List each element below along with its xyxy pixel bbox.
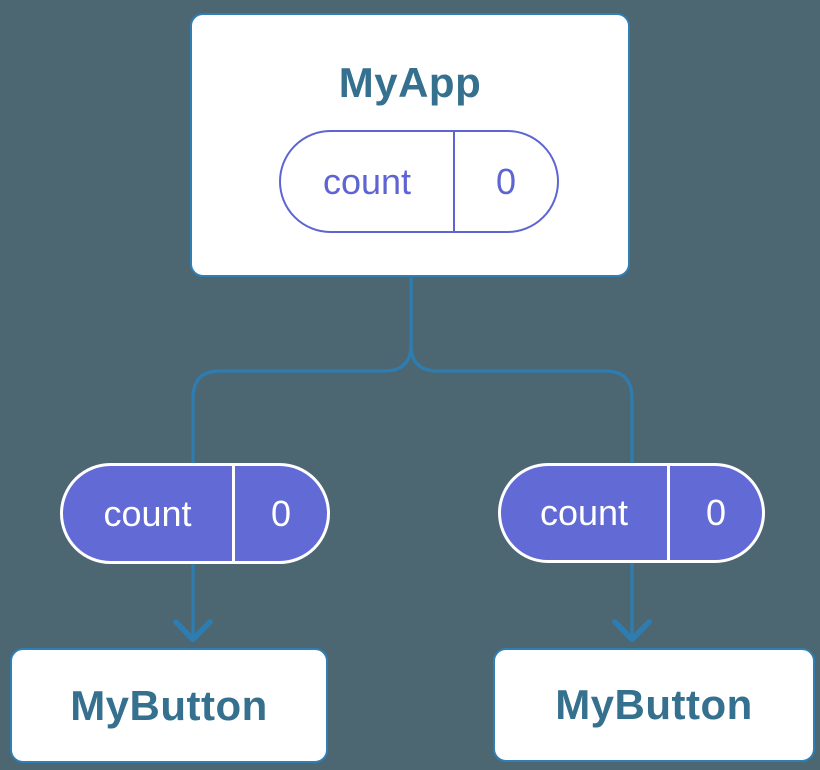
child-node-title: MyButton [555, 681, 753, 728]
arrow-down-icon [173, 619, 213, 643]
root-node-title: MyApp [338, 59, 482, 106]
child-state-pill-right: count 0 [498, 463, 765, 563]
child-node-left: MyButton [10, 648, 328, 763]
child-node-title: MyButton [70, 681, 268, 729]
child-state-pill-left: count 0 [60, 463, 330, 564]
branch-left-line [191, 278, 413, 636]
pill-divider [232, 466, 235, 561]
state-label: count [539, 492, 629, 533]
state-value: 0 [495, 160, 517, 202]
state-label: count [322, 160, 412, 202]
branch-right-line [409, 278, 634, 636]
child-node-right: MyButton [493, 648, 815, 762]
state-value: 0 [705, 492, 727, 533]
root-node: MyApp count 0 [190, 13, 630, 277]
pill-divider [453, 132, 455, 231]
state-label: count [103, 492, 192, 534]
pill-divider [667, 466, 670, 560]
root-state-pill: count 0 [279, 130, 559, 233]
arrow-down-icon [612, 619, 652, 643]
state-value: 0 [270, 492, 292, 534]
